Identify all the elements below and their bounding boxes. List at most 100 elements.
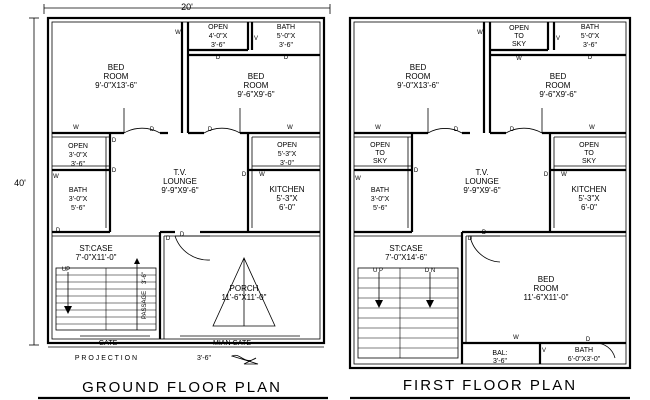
interior-walls bbox=[52, 22, 320, 339]
gf-open-right-size1: 5'-3"X bbox=[278, 151, 297, 158]
ff-bedroom1-name2: ROOM bbox=[406, 72, 431, 81]
door-mark: D bbox=[112, 138, 117, 144]
stair-up-arrowhead bbox=[64, 306, 72, 314]
gf-lounge-size: 9'-9"X9'-6" bbox=[161, 186, 198, 195]
window-mark: W bbox=[53, 174, 59, 180]
gf-bedroom2-name2: ROOM bbox=[244, 81, 269, 90]
window-mark: W bbox=[259, 172, 265, 178]
ventilator-mark: V bbox=[542, 348, 546, 354]
outer-wall bbox=[348, 16, 632, 370]
ff-staircase-name: ST:CASE bbox=[389, 244, 422, 253]
gf-bath1-name: BATH bbox=[277, 24, 295, 31]
ff-open1-name3: SKY bbox=[512, 41, 526, 48]
ventilator-mark: V bbox=[254, 36, 258, 42]
gf-open-left-size1: 3'-0"X bbox=[69, 152, 88, 159]
ff-open-right-name2: TO bbox=[584, 150, 594, 157]
gf-gate-label: GATE bbox=[99, 340, 118, 347]
first-floor-plan: BED ROOM 9'-0"X13'-6" OPEN TO SKY BATH 5… bbox=[348, 16, 632, 400]
gf-lounge-name: T.V. bbox=[173, 168, 186, 177]
passage-arrowhead bbox=[134, 258, 140, 264]
gf-bedroom1-name: BED bbox=[108, 63, 125, 72]
door-mark: D bbox=[180, 232, 185, 238]
ff-bath2-size: 6'-0"X3'-0" bbox=[568, 356, 601, 363]
gf-open1-name: OPEN bbox=[208, 24, 228, 31]
door-mark: D bbox=[208, 127, 213, 133]
ff-bath1-size1: 5'-0"X bbox=[581, 33, 600, 40]
ground-floor-plan: 20' 40' bbox=[14, 2, 331, 400]
ff-bath1-name: BATH bbox=[581, 24, 599, 31]
ff-open-right-name: OPEN bbox=[579, 142, 599, 149]
width-dimension-label: 20' bbox=[181, 2, 193, 12]
ff-open-left-name2: TO bbox=[375, 150, 385, 157]
door-mark: D bbox=[544, 172, 549, 178]
ff-stair-up-label: U P bbox=[373, 268, 383, 274]
ff-lounge-name: T.V. bbox=[475, 168, 488, 177]
gf-kitchen-size1: 5'-3"X bbox=[276, 194, 298, 203]
door-mark: D bbox=[56, 228, 61, 234]
door-mark: D bbox=[586, 337, 591, 343]
ff-kitchen-name: KITCHEN bbox=[571, 185, 606, 194]
stair-down-arrowhead bbox=[426, 300, 434, 308]
window-mark: W bbox=[513, 335, 519, 341]
gf-stair-up-label: UP bbox=[62, 267, 70, 273]
door-mark: D bbox=[216, 55, 221, 61]
gf-porch-size: 11'-6"X11'-0" bbox=[222, 293, 267, 302]
gf-bedroom1-size: 9'-0"X13'-6" bbox=[95, 81, 137, 90]
gf-bath-left-name: BATH bbox=[69, 187, 87, 194]
window-mark: W bbox=[73, 125, 79, 131]
gf-staircase-size: 7'-0"X11'-0" bbox=[75, 253, 116, 262]
gf-projection-size: 3'-6" bbox=[197, 355, 211, 362]
door-mark: D bbox=[482, 230, 487, 236]
door-mark: D bbox=[414, 168, 419, 174]
ground-staircase-steps bbox=[55, 267, 157, 331]
ventilator-mark: V bbox=[556, 36, 560, 42]
outer-wall-inner-line bbox=[51, 21, 321, 340]
door-mark: D bbox=[510, 127, 515, 133]
ff-stair-down-label: D N bbox=[425, 268, 435, 274]
gf-open-right-size2: 3'-0" bbox=[280, 160, 294, 167]
ff-bath-left-size1: 3'-0"X bbox=[371, 196, 390, 203]
outer-wall bbox=[46, 16, 326, 345]
door-mark: D bbox=[454, 127, 459, 133]
door-mark: D bbox=[242, 172, 247, 178]
projection-arrow bbox=[230, 354, 259, 365]
stair-up-arrowhead bbox=[375, 300, 383, 308]
ff-bedroom2-door-swing bbox=[505, 127, 543, 134]
first-staircase-steps bbox=[357, 267, 459, 359]
gf-bath1-size2: 3'-6" bbox=[279, 42, 293, 49]
window-mark: W bbox=[287, 125, 293, 131]
interior-wall-lines bbox=[354, 136, 626, 343]
gf-porch-name: PORCH bbox=[230, 284, 259, 293]
ground-floor-title: GROUND FLOOR PLAN bbox=[82, 379, 282, 396]
gf-staircase-name: ST:CASE bbox=[79, 244, 112, 253]
ff-open-left-name: OPEN bbox=[370, 142, 390, 149]
ff-open1-name: OPEN bbox=[509, 25, 529, 32]
door-mark: D bbox=[284, 55, 289, 61]
window-mark: W bbox=[375, 125, 381, 131]
ff-bedroom3-name2: ROOM bbox=[534, 284, 559, 293]
door-mark: D bbox=[112, 168, 117, 174]
interior-walls bbox=[354, 22, 626, 364]
ff-bedroom2-size: 9'-6"X9'-6" bbox=[539, 90, 576, 99]
ff-open1-name2: TO bbox=[514, 33, 524, 40]
ff-balcony-name: BAL: bbox=[492, 350, 507, 357]
ff-bedroom2-name: BED bbox=[550, 72, 567, 81]
ff-staircase-size: 7'-0"X14'-6" bbox=[385, 253, 427, 262]
ff-bedroom1-name: BED bbox=[410, 63, 427, 72]
ff-lounge-name2: LOUNGE bbox=[465, 177, 499, 186]
gf-kitchen-size2: 6'-0" bbox=[279, 203, 295, 212]
window-mark: W bbox=[516, 56, 522, 62]
window-mark: W bbox=[355, 176, 361, 182]
gf-lounge-name2: LOUNGE bbox=[163, 177, 197, 186]
ff-bath-left-name: BATH bbox=[371, 187, 389, 194]
porch-door-swing bbox=[174, 235, 211, 261]
gf-open-right-name: OPEN bbox=[277, 142, 297, 149]
ff-bath1-size2: 3'-6" bbox=[583, 42, 597, 49]
ff-open-right-name3: SKY bbox=[582, 158, 596, 165]
ff-bedroom2-name2: ROOM bbox=[546, 81, 571, 90]
ff-bedroom1-size: 9'-0"X13'-6" bbox=[397, 81, 439, 90]
gf-bath-left-size2: 5'-6" bbox=[71, 205, 85, 212]
gf-projection-label: P R O J E C T I O N bbox=[75, 355, 137, 362]
gf-passage-size: 3'-6" bbox=[142, 272, 148, 284]
window-mark: W bbox=[175, 30, 181, 36]
